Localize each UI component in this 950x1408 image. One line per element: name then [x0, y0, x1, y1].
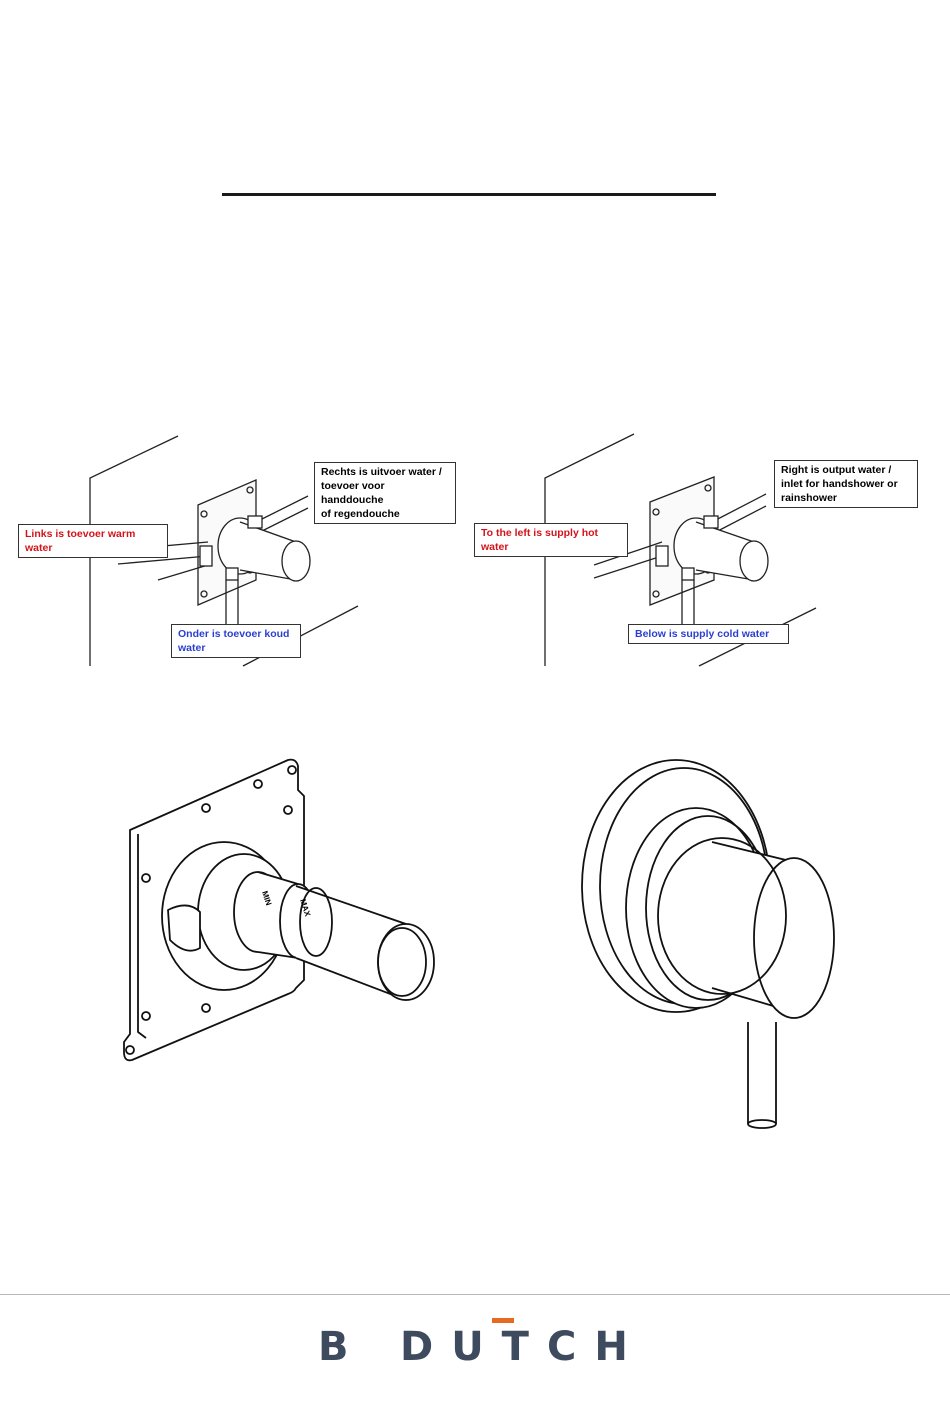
- callout-right-outlet-line-1: Right is output water /: [781, 463, 911, 477]
- callout-right-outlet: Rechts is uitvoer water / toevoer voor h…: [314, 462, 456, 524]
- installation-diagram-dutch: Links is toevoer warm water Rechts is ui…: [18, 430, 478, 670]
- callout-left-supply-hot: To the left is supply hot water: [474, 523, 628, 557]
- logo-letter-b: B: [318, 1324, 367, 1370]
- callout-right-outlet-line-3: rainshower: [781, 491, 911, 505]
- mixer-illustration: [576, 752, 838, 1132]
- callout-left-supply-hot: Links is toevoer warm water: [18, 524, 168, 558]
- callout-right-outlet-line-2: inlet for handshower or: [781, 477, 911, 491]
- title-rule: [222, 193, 716, 196]
- footer-rule: [0, 1294, 950, 1295]
- callout-bottom-supply-cold: Onder is toevoer koud water: [171, 624, 301, 658]
- brand-logo: B DUTCH: [318, 1318, 638, 1370]
- finished-mixer-drawing: [576, 752, 838, 1132]
- logo-accent-bar: [492, 1318, 514, 1323]
- callout-right-outlet-line-1: Rechts is uitvoer water /: [321, 465, 449, 479]
- callout-right-outlet: Right is output water / inlet for handsh…: [774, 460, 918, 508]
- valve-body-illustration: MIN MAX: [116, 752, 446, 1072]
- callout-bottom-supply-cold: Below is supply cold water: [628, 624, 789, 644]
- callout-right-outlet-line-2: toevoer voor handdouche: [321, 479, 449, 507]
- logo-wordmark: DUTCH: [400, 1324, 646, 1370]
- concealed-valve-body-drawing: MIN MAX: [116, 752, 446, 1072]
- installation-diagram-english: To the left is supply hot water Right is…: [474, 430, 934, 670]
- callout-right-outlet-line-3: of regendouche: [321, 507, 449, 521]
